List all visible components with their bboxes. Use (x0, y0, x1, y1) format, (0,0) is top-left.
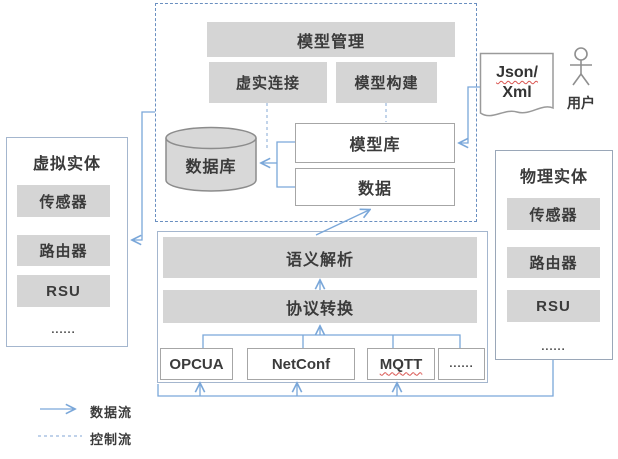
physical-item-sensor: 传感器 (507, 198, 600, 230)
doc-line1: Json/ (496, 64, 538, 81)
node-protocol-more-label: ...... (449, 358, 474, 370)
node-model-management: 模型管理 (207, 22, 455, 57)
virtual-item-sensor: 传感器 (17, 185, 110, 217)
virtual-item-router: 路由器 (17, 235, 110, 266)
node-model-building-label: 模型构建 (354, 75, 419, 92)
virtual-entity-title: 虚拟实体 (32, 156, 101, 173)
doc-json-xml: Json/ Xml (479, 63, 555, 103)
node-semantic-parsing-label: 语义解析 (285, 251, 354, 269)
virtual-item-rsu-label: RSU (46, 282, 81, 300)
user-icon (570, 47, 592, 86)
node-database-label: 数据库 (185, 159, 237, 176)
node-protocol-conversion-label: 协议转换 (285, 300, 354, 318)
physical-item-sensor-label: 传感器 (529, 206, 578, 224)
physical-item-router-label: 路由器 (529, 255, 578, 272)
flow-group-to-virtual (133, 111, 155, 240)
physical-item-rsu-label: RSU (536, 297, 571, 315)
virtual-item-more: ...... (51, 324, 76, 336)
node-protocol-mqtt-label: MQTT (379, 355, 423, 373)
node-protocol-conversion: 协议转换 (163, 290, 477, 323)
physical-item-more: ...... (541, 341, 566, 353)
user-label: 用户 (567, 95, 595, 111)
node-semantic-parsing: 语义解析 (163, 237, 477, 278)
node-protocol-opcua-label: OPCUA (169, 355, 224, 373)
document-icon (479, 52, 554, 117)
doc-line2: Xml (502, 84, 532, 101)
database-icon (165, 126, 257, 192)
node-model-building: 模型构建 (336, 62, 437, 103)
node-virtual-real-connection: 虚实连接 (209, 62, 327, 103)
node-model-library-label: 模型库 (349, 137, 401, 154)
legend-data-flow-label: 数据流 (90, 405, 133, 420)
physical-entity-title: 物理实体 (519, 169, 588, 186)
node-data: 数据 (295, 168, 455, 206)
node-protocol-mqtt: MQTT (367, 348, 435, 380)
node-model-management-label: 模型管理 (296, 33, 365, 51)
node-protocol-more: ...... (438, 348, 485, 380)
virtual-item-router-label: 路由器 (39, 243, 88, 260)
node-protocol-opcua: OPCUA (160, 348, 233, 380)
node-data-label: 数据 (357, 181, 392, 198)
virtual-item-rsu: RSU (17, 275, 110, 307)
node-protocol-netconf-label: NetConf (271, 355, 331, 373)
node-protocol-netconf: NetConf (247, 348, 355, 380)
physical-item-router: 路由器 (507, 247, 600, 278)
virtual-item-sensor-label: 传感器 (39, 193, 88, 211)
legend-control-flow-label: 控制流 (90, 432, 133, 447)
node-virtual-real-connection-label: 虚实连接 (235, 75, 300, 92)
physical-item-rsu: RSU (507, 290, 600, 322)
node-model-library: 模型库 (295, 123, 455, 163)
